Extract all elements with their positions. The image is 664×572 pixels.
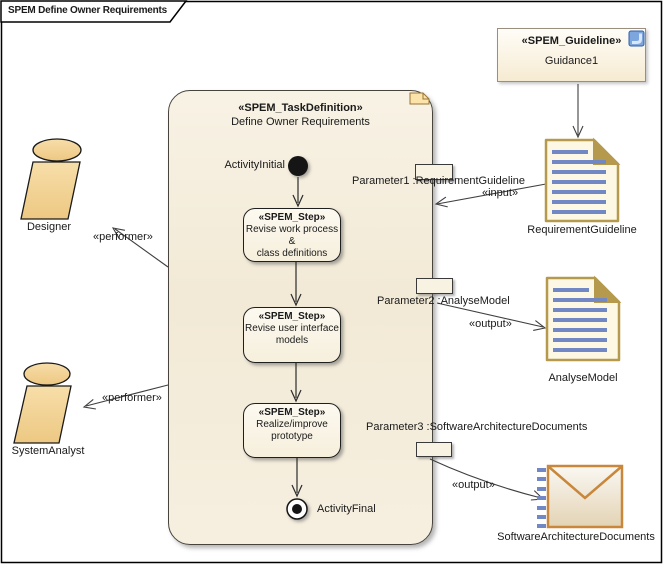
- edge-performer-systemanalyst[interactable]: [82, 384, 169, 410]
- arrowhead-icon: [292, 194, 304, 208]
- edge-output-analysemodel[interactable]: [436, 302, 547, 331]
- actor-body-icon: [20, 161, 81, 220]
- artifact-softwarearchitecturedocuments-label: SoftwareArchitectureDocuments: [497, 531, 655, 543]
- document-text-lines: [552, 150, 606, 214]
- arrowhead-icon: [434, 196, 448, 208]
- parameter1-label: Parameter1 :RequirementGuideline: [352, 175, 526, 187]
- step-stereotype: «SPEM_Step»: [258, 311, 326, 322]
- edge-line: [436, 183, 547, 205]
- arrowhead-icon: [291, 484, 303, 498]
- activity-final-label: ActivityFinal: [317, 503, 376, 515]
- frame-title: SPEM Define Owner Requirements: [8, 5, 168, 16]
- actor-systemanalyst[interactable]: [13, 362, 72, 444]
- activity-note-icon: [409, 92, 430, 105]
- step-node-revise-work-process[interactable]: «SPEM_Step» Revise work process & class …: [243, 208, 341, 262]
- arrowhead-icon: [533, 320, 547, 331]
- guidance-node[interactable]: «SPEM_Guideline» Guidance1: [497, 28, 646, 82]
- arrowhead-icon: [290, 293, 302, 307]
- edge-line: [114, 228, 169, 268]
- actor-designer[interactable]: [20, 138, 82, 220]
- control-flow-step1-to-step2[interactable]: [290, 262, 302, 307]
- step-text-line: Revise work process &: [245, 224, 339, 247]
- actor-head-icon: [32, 138, 82, 162]
- output-edge-label: «output»: [452, 479, 495, 491]
- document-icon-requirementguideline[interactable]: [544, 137, 621, 223]
- control-flow-initial-to-step1[interactable]: [292, 177, 304, 208]
- edge-line: [85, 384, 169, 407]
- envelope-flap: [548, 466, 622, 500]
- actor-body-icon: [13, 385, 72, 444]
- guidance-name: Guidance1: [544, 55, 599, 67]
- edge-guidance-to-requirementguideline[interactable]: [572, 84, 584, 139]
- artifact-analysemodel-label: AnalyseModel: [548, 372, 618, 384]
- task-definition-name: Define Owner Requirements: [231, 116, 370, 128]
- final-inner-dot: [292, 504, 302, 514]
- arrowhead-icon: [572, 125, 584, 139]
- step-text-line: Revise user interface: [245, 323, 339, 334]
- arrowhead-icon: [111, 227, 126, 239]
- parameter3-label: Parameter3 :SoftwareArchitectureDocument…: [366, 421, 588, 433]
- performer-edge-label: «performer»: [93, 231, 153, 243]
- output-edge-label: «output»: [469, 318, 512, 330]
- performer-edge-label: «performer»: [102, 392, 162, 404]
- actor-systemanalyst-label: SystemAnalyst: [11, 445, 85, 457]
- control-flow-step3-to-final[interactable]: [291, 458, 303, 498]
- step-text-line: Realize/improve: [256, 419, 328, 430]
- control-flow-step2-to-step3[interactable]: [290, 363, 302, 403]
- parameter-node-2[interactable]: [416, 278, 453, 294]
- activity-initial-label: ActivityInitial: [224, 159, 285, 171]
- guidance-stereotype: «SPEM_Guideline»: [521, 35, 622, 47]
- step-node-realize-improve-prototype[interactable]: «SPEM_Step» Realize/improve prototype: [243, 403, 341, 458]
- step-stereotype: «SPEM_Step»: [258, 407, 326, 418]
- artifact-requirementguideline-label: RequirementGuideline: [527, 224, 637, 236]
- actor-head-icon: [23, 362, 71, 386]
- step-text-line: prototype: [271, 431, 313, 442]
- document-text-lines: [553, 288, 607, 352]
- arrowhead-icon: [82, 398, 96, 410]
- edge-line: [429, 458, 542, 499]
- envelope-perforation-dashes: [537, 468, 546, 528]
- edge-performer-designer[interactable]: [111, 227, 169, 268]
- input-edge-label: «input»: [482, 187, 519, 199]
- parameter-node-1[interactable]: [415, 164, 453, 180]
- document-icon-analysemodel[interactable]: [545, 275, 622, 362]
- parameter2-label: Parameter2 :AnalyseModel: [377, 295, 510, 307]
- step-text-line: models: [275, 335, 309, 346]
- step-text-line: class definitions: [256, 248, 328, 259]
- actor-designer-label: Designer: [26, 221, 72, 233]
- edge-line: [436, 302, 544, 328]
- arrowhead-icon: [290, 389, 302, 403]
- activity-final-node[interactable]: [286, 498, 308, 520]
- step-node-revise-user-interface[interactable]: «SPEM_Step» Revise user interface models: [243, 307, 341, 363]
- guideline-blue-icon: [628, 30, 645, 47]
- activity-initial-node[interactable]: [288, 156, 308, 176]
- step-stereotype: «SPEM_Step»: [258, 212, 326, 223]
- edge-input-requirementguideline[interactable]: [434, 183, 547, 208]
- frame-title-tab[interactable]: [0, 0, 188, 23]
- mail-envelope-icon-softwarearchitecturedocuments[interactable]: [537, 464, 624, 529]
- task-definition-stereotype: «SPEM_TaskDefinition»: [238, 102, 363, 114]
- parameter-node-3[interactable]: [416, 442, 452, 457]
